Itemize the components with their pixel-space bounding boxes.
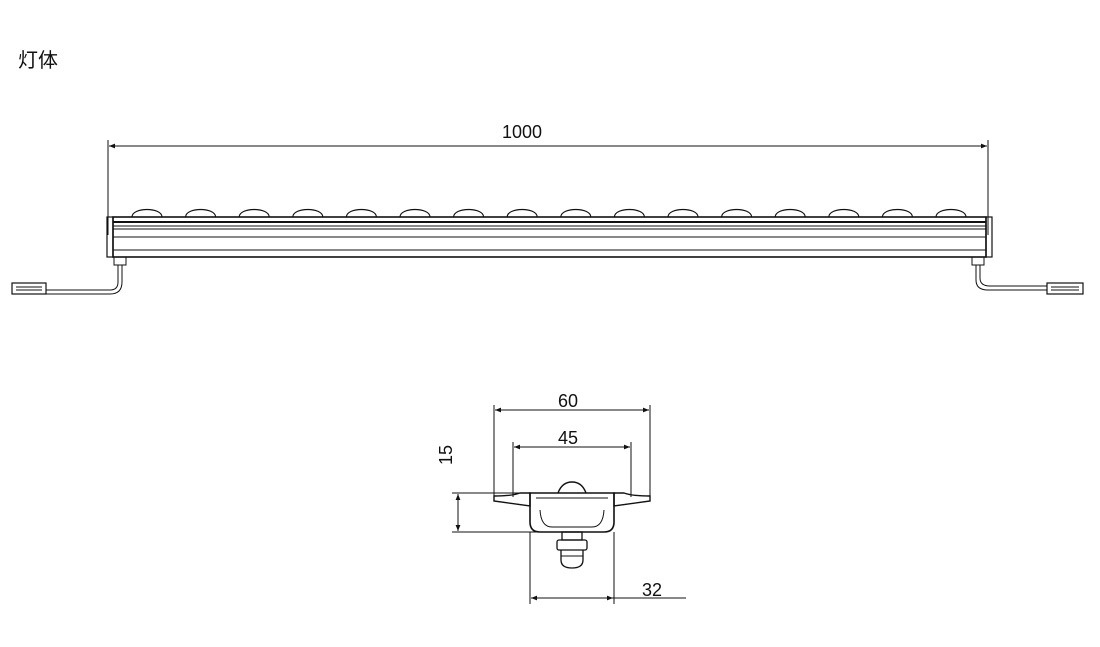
lens-bump [345, 208, 377, 218]
lens-bump [506, 208, 538, 218]
dimension-width-inner-label: 45 [558, 428, 578, 448]
dimension-height: 15 [436, 445, 540, 533]
side-view: 1000 [11, 122, 1084, 295]
lens-bump [935, 208, 967, 218]
dimension-length-label: 1000 [502, 122, 542, 142]
lens-bump [721, 208, 753, 218]
lens-bump [613, 208, 645, 218]
dimension-base-width-label: 32 [642, 580, 662, 600]
lens-bump [881, 208, 913, 218]
lens-bump [828, 208, 860, 218]
lens-bump [667, 208, 699, 218]
dimension-base-width: 32 [529, 532, 686, 604]
right-cable [971, 256, 1084, 295]
dimension-width-inner: 45 [512, 428, 632, 497]
lens-bump [238, 208, 270, 218]
left-cable [11, 256, 127, 295]
dimension-length: 1000 [107, 122, 989, 235]
dimension-width-outer-label: 60 [558, 391, 578, 411]
page-title: 灯体 [18, 48, 58, 72]
lens-bump [774, 208, 806, 218]
lens-bump [453, 208, 485, 218]
lens-bump [560, 208, 592, 218]
cross-section-view: 60 45 15 [436, 391, 686, 604]
housing-body [106, 216, 993, 258]
lens-bump [292, 208, 324, 218]
housing-profile [493, 481, 651, 569]
dimension-height-label: 15 [436, 445, 456, 465]
lens-row [131, 208, 967, 218]
lens-bump [185, 208, 217, 218]
lens-bump [131, 208, 163, 218]
dimension-width-outer: 60 [493, 391, 651, 500]
lens-bump [399, 208, 431, 218]
